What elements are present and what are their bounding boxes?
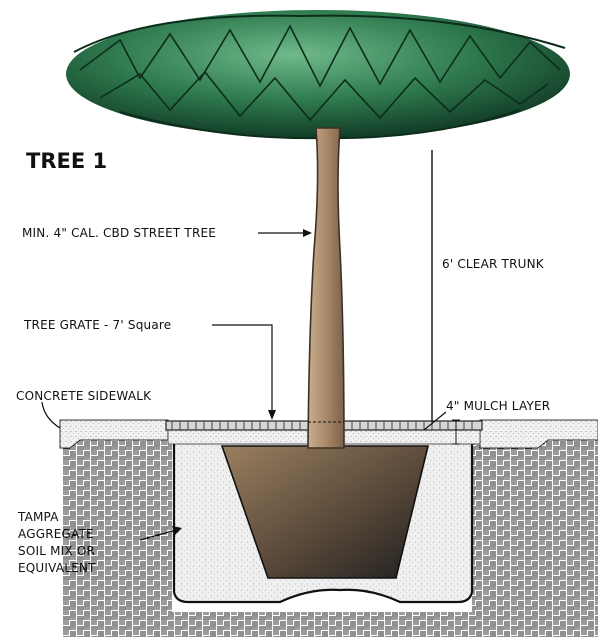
sidewalk-leader (41, 401, 61, 429)
label-soil-line-2: AGGREGATE (18, 527, 94, 541)
soil-leader (139, 529, 177, 541)
label-clear-trunk: 6' CLEAR TRUNK (442, 257, 545, 271)
label-soil-line-1: TAMPA (17, 510, 59, 524)
label-sidewalk: CONCRETE SIDEWALK (16, 389, 152, 403)
root-ball (220, 445, 430, 579)
tree-grate-leader-arrow (268, 410, 276, 420)
label-mulch: 4" MULCH LAYER (446, 399, 550, 413)
diagram-title: TREE 1 (26, 149, 107, 173)
street-tree-leader-arrow (303, 229, 312, 237)
label-soil-line-3: SOIL MIX OR (18, 544, 95, 558)
tree-canopy (66, 10, 570, 140)
label-soil-line-4: EQUIVALENT (18, 561, 96, 575)
label-street-tree: MIN. 4" CAL. CBD STREET TREE (22, 226, 216, 240)
soil-leader-arrow (172, 526, 182, 535)
mulch-leader (423, 411, 447, 431)
label-tree-grate: TREE GRATE - 7' Square (23, 318, 171, 332)
native-soil (62, 437, 598, 637)
mulch-marker (452, 419, 460, 445)
tree-grate-leader (212, 324, 273, 410)
tree-trunk (307, 127, 345, 449)
